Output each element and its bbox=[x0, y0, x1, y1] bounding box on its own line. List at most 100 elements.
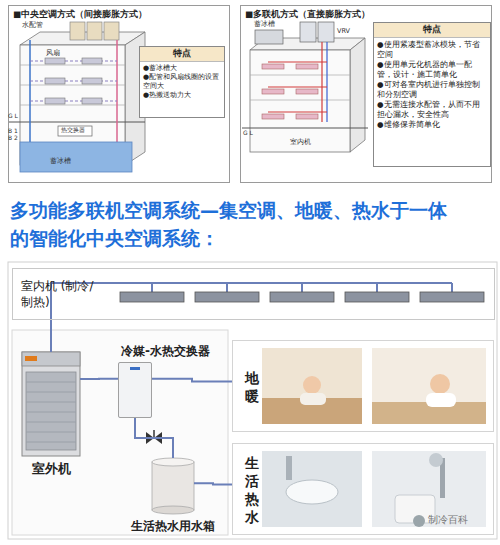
tank-bottom bbox=[152, 506, 194, 514]
building-side bbox=[350, 38, 365, 152]
node-text: ●可对各室内机进行单独控制和分别空调 bbox=[377, 80, 487, 100]
fan-coil bbox=[82, 98, 102, 104]
fan-coil bbox=[82, 58, 102, 64]
water-pipe bbox=[29, 40, 31, 150]
floor-heating-photo bbox=[372, 348, 486, 424]
vrv-unit bbox=[300, 22, 316, 42]
indoor-pipe bbox=[226, 283, 228, 292]
indoor-pipe bbox=[51, 283, 452, 320]
node-heading: 室外机 bbox=[32, 460, 71, 478]
photo-dish bbox=[286, 480, 338, 504]
ground-line bbox=[242, 128, 368, 129]
refrigerant-pipe bbox=[268, 62, 327, 63]
ducted-indoor-unit bbox=[345, 292, 409, 302]
photo-figure bbox=[303, 376, 321, 394]
water-pipe bbox=[116, 40, 118, 150]
photo-figure bbox=[430, 374, 450, 394]
ducted-indoor-unit bbox=[120, 292, 184, 302]
cooling-tower bbox=[70, 22, 85, 40]
photo-figure bbox=[300, 393, 326, 405]
node-text: ●蓄冰槽大 bbox=[143, 64, 221, 73]
node-heading: 地暖 bbox=[245, 369, 261, 405]
part-label: 热交换器 bbox=[61, 127, 85, 134]
photo-faucet bbox=[286, 456, 292, 480]
feature-box: 特点●使用紧凑型蓄冰模块，节省空间●使用单元化机器的单一配管，设计・施工简单化●… bbox=[373, 22, 491, 167]
indoor-pipe bbox=[376, 283, 378, 292]
building-front bbox=[250, 50, 350, 152]
photo-figure bbox=[426, 393, 456, 407]
tank-top bbox=[152, 458, 194, 466]
floor-line bbox=[250, 75, 350, 76]
brand-logo bbox=[25, 356, 37, 361]
node-text: ●维修保养简单化 bbox=[377, 120, 487, 130]
indoor-pipe bbox=[151, 283, 153, 292]
part-label: G L bbox=[243, 130, 253, 137]
fan-coil bbox=[45, 78, 65, 84]
outdoor-unit-top bbox=[22, 352, 80, 366]
pipe-line bbox=[194, 483, 232, 484]
hot-water-tank: 生活热水用水箱 bbox=[152, 458, 194, 514]
node-heading: 冷媒-水热交换器 bbox=[121, 343, 210, 360]
branch-pipe bbox=[30, 101, 117, 102]
ground-line bbox=[8, 122, 145, 123]
floor-heating-photo bbox=[262, 348, 362, 424]
indoor-unit bbox=[296, 64, 318, 69]
indoor-pipe bbox=[451, 283, 453, 292]
indoor-unit bbox=[296, 114, 318, 119]
part-label: 蓄冰槽 bbox=[254, 21, 275, 28]
watermark: 制冷百科 bbox=[428, 514, 468, 525]
node-heading: ■中央空调方式（间接膨胀方式） bbox=[13, 9, 147, 21]
node-text: ●使用紧凑型蓄冰模块，节省空间 bbox=[377, 40, 487, 60]
ducted-indoor-unit bbox=[270, 292, 334, 302]
ice-module bbox=[255, 30, 283, 44]
diagram-title: 多功能多联机空调系统—集空调、地暖、热水于一体的智能化中央空调系统： bbox=[10, 196, 455, 252]
system-panel: ■多联机方式（直接膨胀方式）特点●使用紧凑型蓄冰模块，节省空间●使用单元化机器的… bbox=[240, 5, 492, 183]
part-label: VRV bbox=[337, 28, 350, 35]
outdoor-unit: 室外机 bbox=[22, 352, 80, 456]
node-heading: 生活热水 bbox=[245, 454, 261, 526]
hot-water-photo bbox=[372, 451, 486, 527]
brand-logo bbox=[130, 367, 140, 370]
indoor-unit bbox=[262, 89, 284, 94]
pipe-line bbox=[80, 378, 118, 380]
ducted-indoor-unit bbox=[195, 292, 259, 302]
node-heading: 特点 bbox=[140, 47, 224, 62]
part-label: 风扇 bbox=[46, 50, 60, 57]
part-label: 室内机 bbox=[290, 139, 311, 146]
node-text: ●配管和风扇线圈的设置空间大 bbox=[143, 73, 221, 91]
indoor-unit bbox=[262, 64, 284, 69]
ice-tank bbox=[20, 142, 132, 172]
fan-coil bbox=[82, 78, 102, 84]
floor-line bbox=[20, 105, 125, 106]
watermark-icon bbox=[413, 515, 425, 527]
node-text: ●热搬送动力大 bbox=[143, 91, 221, 100]
node-text: ●无需连接水配管，从而不用担心漏水，安全性高 bbox=[377, 100, 487, 120]
floor-line bbox=[20, 85, 125, 86]
refrigerant-pipe bbox=[321, 42, 322, 122]
indoor-unit-band: 室内机 (制冷/制热) bbox=[12, 268, 495, 320]
branch-pipe bbox=[30, 81, 117, 82]
tank-body bbox=[152, 462, 194, 510]
system-panel: ■中央空调方式（间接膨胀方式） 特点 ●蓄冰槽大●配管和风扇线圈的设置空间大●热搬送… bbox=[8, 5, 230, 183]
refrigerant-pipe bbox=[326, 42, 327, 122]
grille-lines bbox=[26, 382, 76, 442]
part-label: B 1 bbox=[8, 128, 18, 135]
refrigerant-pipe bbox=[268, 112, 327, 113]
cooling-tower bbox=[104, 22, 119, 40]
vrv-unit bbox=[318, 22, 334, 42]
part-label: 水配管 bbox=[22, 22, 43, 29]
cooling-tower bbox=[87, 22, 102, 40]
node-heading: 特点 bbox=[374, 23, 490, 38]
pipe-line bbox=[135, 418, 173, 458]
outdoor-unit-body bbox=[22, 352, 80, 456]
indoor-unit bbox=[296, 89, 318, 94]
part-label: G L bbox=[8, 113, 18, 120]
valve-stem bbox=[153, 430, 155, 438]
pipe-line bbox=[50, 320, 52, 352]
pipe-line bbox=[152, 379, 232, 382]
photo-shower bbox=[429, 453, 443, 467]
part-label: B 2 bbox=[8, 135, 18, 142]
fan-coil bbox=[45, 98, 65, 104]
feature-box: 特点 ●蓄冰槽大●配管和风扇线圈的设置空间大●热搬送动力大 bbox=[139, 46, 225, 118]
